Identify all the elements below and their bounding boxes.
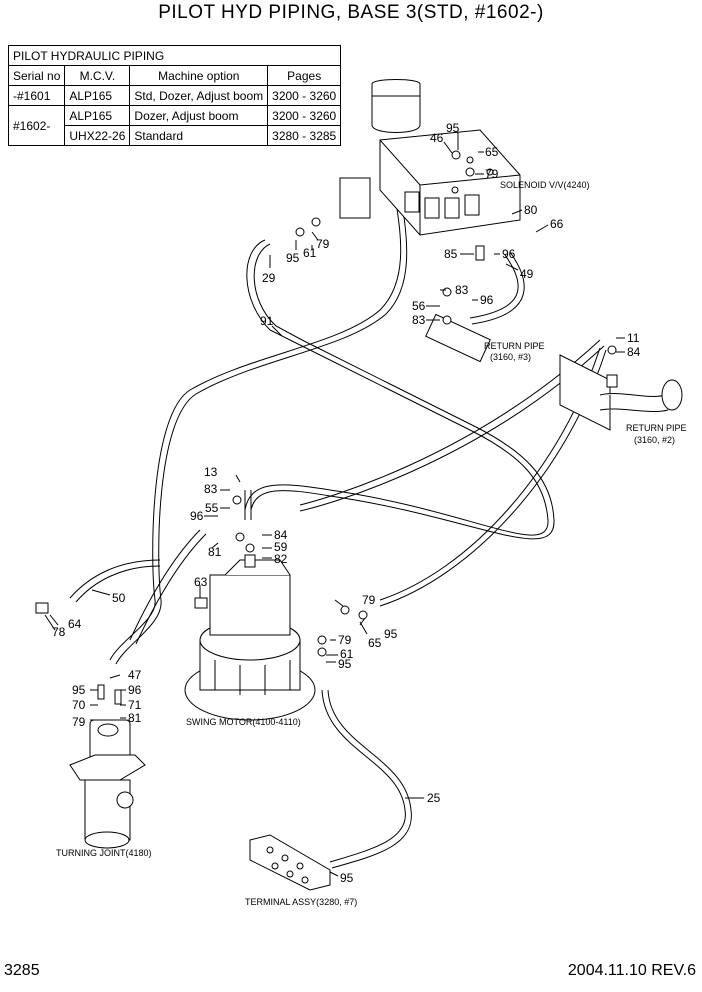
hose-to-swing (129, 529, 207, 645)
callout-95: 95 (338, 657, 352, 671)
callout-95: 95 (446, 121, 460, 135)
callout-63: 63 (194, 575, 208, 589)
hose-25 (321, 689, 412, 869)
return-pipe-1-ref: (3160, #3) (490, 352, 531, 362)
callout-46: 46 (430, 131, 444, 145)
cell-mcv: UHX22-26 (64, 125, 131, 146)
callout-96: 96 (502, 247, 516, 261)
cell-serial: #1602- (7, 105, 66, 146)
turning-joint-label: TURNING JOINT(4180) (56, 848, 152, 858)
hose-91 (244, 239, 555, 540)
callout-96: 96 (128, 683, 142, 697)
hose-return (299, 339, 605, 512)
callout-84: 84 (274, 528, 288, 542)
callout-56: 56 (412, 299, 426, 313)
swing-motor (184, 559, 316, 721)
swing-motor-label: SWING MOTOR(4100-4110) (186, 717, 301, 727)
callout-79: 79 (362, 593, 376, 607)
hose-29-lower (244, 490, 252, 520)
callout-13: 13 (204, 465, 218, 479)
callout-50: 50 (112, 591, 126, 605)
callout-79: 79 (485, 167, 499, 181)
callout-95: 95 (384, 627, 398, 641)
callout-96: 96 (480, 293, 494, 307)
page-number: 3285 (4, 962, 40, 979)
callout-82: 82 (274, 552, 288, 566)
callout-85: 85 (444, 247, 458, 261)
callout-96: 96 (190, 509, 204, 523)
callout-81: 81 (128, 711, 142, 725)
callout-61: 61 (340, 647, 354, 661)
callout-71: 71 (128, 698, 142, 712)
cell-serial: -#1601 (7, 85, 66, 106)
cell-pages: 3200 - 3260 (267, 85, 342, 106)
return-pipe-2 (559, 354, 683, 431)
solenoid-valve (339, 79, 521, 236)
terminal-assy (249, 834, 331, 891)
hose-50 (69, 559, 161, 603)
callout-65: 65 (368, 636, 382, 650)
callout-83: 83 (204, 482, 218, 496)
callout-11: 11 (627, 331, 640, 345)
return-pipe-2-label: RETURN PIPE (626, 423, 687, 433)
page-title: PILOT HYD PIPING, BASE 3(STD, #1602-) (158, 2, 544, 23)
callout-83: 83 (412, 313, 426, 327)
cell-option: Dozer, Adjust boom (129, 105, 269, 126)
callout-25: 25 (427, 791, 441, 805)
callout-81: 81 (208, 545, 222, 559)
callout-47: 47 (128, 668, 142, 682)
hose-29 (109, 194, 408, 665)
callout-70: 70 (72, 698, 86, 712)
callout-65: 65 (485, 145, 499, 159)
component-captions: SOLENOID V/V(4240) RETURN PIPE (3160, #3… (56, 180, 687, 907)
callout-83: 83 (455, 283, 469, 297)
fittings (35, 150, 618, 705)
terminal-assy-label: TERMINAL ASSY(3280, #7) (245, 897, 357, 907)
callout-95: 95 (286, 251, 300, 265)
table-row: UHX22-26 Standard 3280 - 3285 (9, 125, 342, 146)
return-pipe-block (425, 313, 491, 363)
callout-labels: 95 46 65 79 80 66 79 95 61 29 85 96 49 8… (52, 121, 641, 885)
callout-66: 66 (550, 217, 564, 231)
revision-date: 2004.11.10 REV.6 (567, 962, 696, 979)
callout-84: 84 (627, 345, 641, 359)
parts-table: PILOT HYDRAULIC PIPING Serial no M.C.V. … (7, 45, 342, 146)
callout-95: 95 (72, 683, 86, 697)
return-pipe-2-ref: (3160, #2) (634, 435, 675, 445)
callout-55: 55 (205, 501, 219, 515)
callout-95: 95 (340, 871, 354, 885)
callout-49: 49 (520, 267, 534, 281)
callout-64: 64 (68, 617, 82, 631)
header-serial: Serial no (7, 65, 66, 86)
turning-joint (69, 719, 146, 849)
cell-option: Std, Dozer, Adjust boom (129, 85, 269, 106)
callout-79: 79 (72, 715, 86, 729)
return-pipe-1-label: RETURN PIPE (484, 341, 545, 351)
solenoid-label: SOLENOID V/V(4240) (500, 180, 590, 190)
callout-79: 79 (338, 633, 352, 647)
callout-80: 80 (524, 203, 538, 217)
callout-79: 79 (316, 237, 330, 251)
table-header-row: Serial no M.C.V. Machine option Pages (7, 65, 342, 86)
callout-29: 29 (262, 271, 276, 285)
callout-61: 61 (303, 246, 317, 260)
hose-49 (469, 251, 525, 325)
callout-78: 78 (52, 625, 66, 639)
leader-lines (44, 132, 625, 877)
callout-59: 59 (274, 540, 288, 554)
callout-91: 91 (260, 314, 274, 328)
cell-option: Standard (129, 125, 269, 146)
cell-pages: 3280 - 3285 (267, 125, 342, 146)
